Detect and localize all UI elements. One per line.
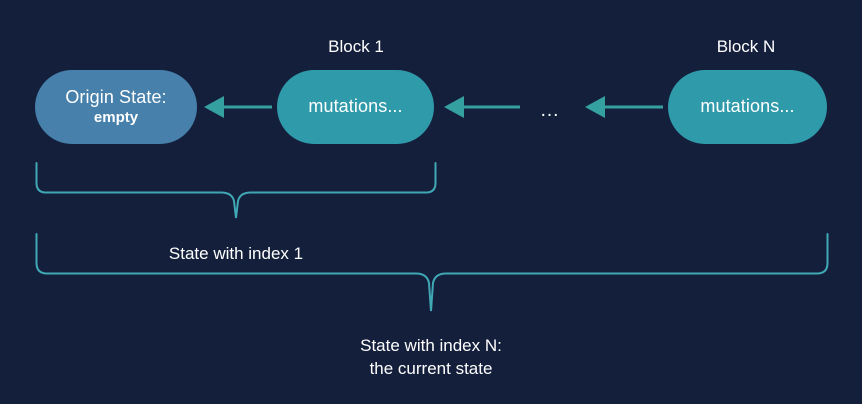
ellipsis-label: ... [540,100,560,121]
node-origin-state-value: empty [93,109,139,127]
node-block-1[interactable]: mutations... [277,70,434,144]
brace-label-state-index-1-line1: State with index 1 [168,244,304,263]
node-origin-state-label: Origin State: [65,87,167,108]
brace-state-index-n [35,233,829,312]
node-block-n[interactable]: mutations... [668,70,827,144]
brace-label-state-index-n-line1: State with index N: [360,336,502,355]
node-origin-state[interactable]: Origin State: empty [35,70,197,144]
brace-label-state-index-1: State with index 1 [169,243,303,266]
block-1-title: Block 1 [328,37,384,56]
arrow-block1-to-origin [204,96,272,118]
brace-state-index-1 [35,162,437,219]
brace-label-state-index-n: State with index N: the current state [360,335,502,381]
brace-label-state-index-n-line2: the current state [369,358,493,378]
arrow-ellipsis-to-block1 [444,96,520,118]
node-block-n-label: mutations... [700,96,795,117]
block-n-title: Block N [716,37,776,56]
node-block-1-label: mutations... [308,96,403,117]
arrow-blockn-to-ellipsis [585,96,663,118]
